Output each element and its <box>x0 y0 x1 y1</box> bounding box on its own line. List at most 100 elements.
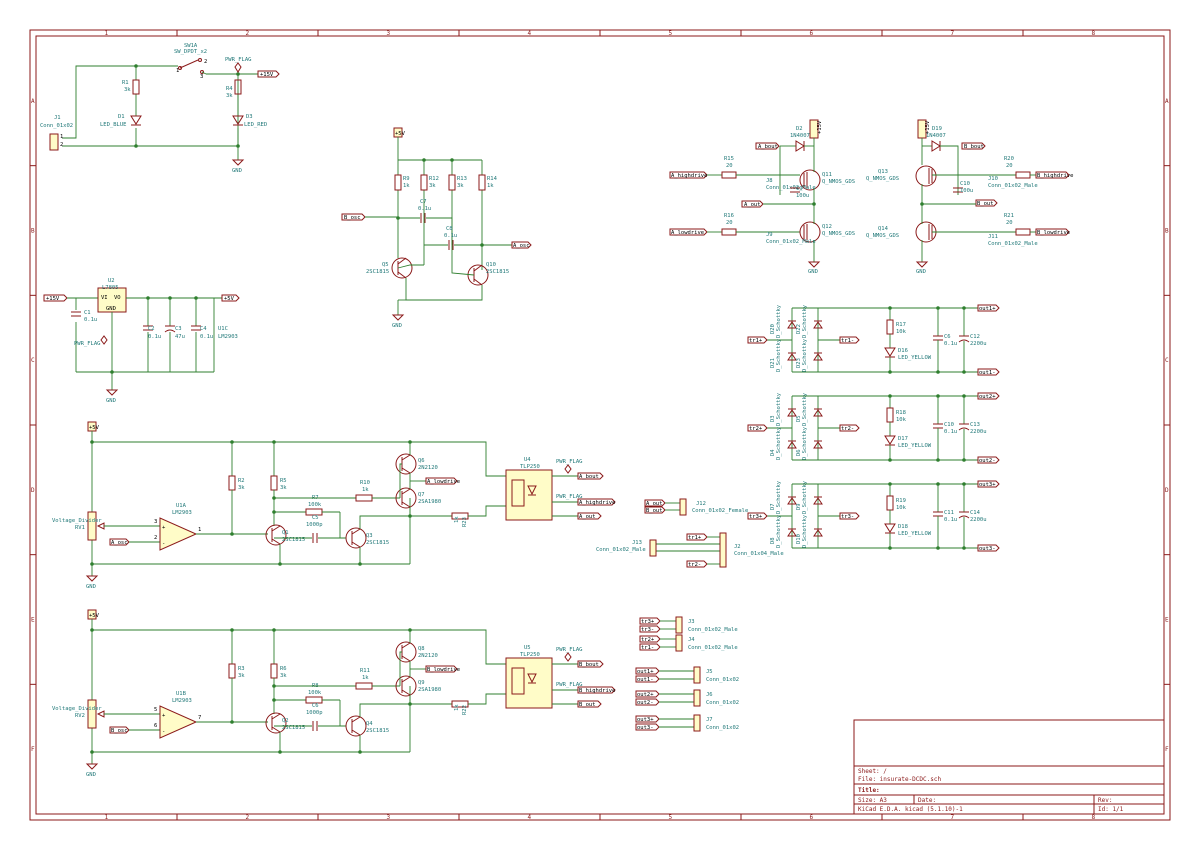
svg-text:B_bout: B_bout <box>579 662 599 668</box>
frame-row-label: C <box>1165 357 1169 364</box>
svg-text:U1B: U1B <box>176 691 187 697</box>
svg-text:tr3+: tr3+ <box>641 619 655 625</box>
svg-text:A_out: A_out <box>579 514 596 520</box>
svg-text:Conn_01x02_Male: Conn_01x02_Male <box>988 183 1038 189</box>
svg-text:0.1u: 0.1u <box>200 334 213 340</box>
svg-text:1: 1 <box>176 68 179 74</box>
frame-col-label: 1 <box>105 30 109 37</box>
svg-text:1: 1 <box>60 134 63 140</box>
svg-text:2N2120: 2N2120 <box>418 653 438 659</box>
net-label: out3+ <box>979 482 996 488</box>
svg-text:0.1u: 0.1u <box>444 233 457 239</box>
svg-text:C14: C14 <box>970 510 981 516</box>
svg-text:RV1: RV1 <box>75 525 85 531</box>
svg-text:tr2-: tr2- <box>688 562 701 568</box>
svg-text:PWR_FLAG: PWR_FLAG <box>556 682 583 688</box>
svg-text:Conn_01x02_Male: Conn_01x02_Male <box>688 627 738 633</box>
frame-col-label: 6 <box>810 814 814 821</box>
svg-text:5: 5 <box>154 707 157 713</box>
svg-text:GND: GND <box>106 398 116 404</box>
svg-text:PWR_FLAG: PWR_FLAG <box>556 647 583 653</box>
svg-text:1N4007: 1N4007 <box>790 133 810 139</box>
svg-text:10k: 10k <box>896 417 907 423</box>
svg-text:Q1: Q1 <box>282 530 289 536</box>
frame-row-label: B <box>1165 228 1169 235</box>
svg-text:10k: 10k <box>896 505 907 511</box>
power-switch-block: J1 Conn_01x02 12 SW1A SW_DPDT_x2 123 R13… <box>40 43 280 174</box>
net-label: out1- <box>979 370 996 376</box>
svg-text:LED_YELLOW: LED_YELLOW <box>898 531 932 537</box>
svg-text:20: 20 <box>726 163 733 169</box>
svg-text:B_out: B_out <box>579 702 596 708</box>
svg-text:LED_YELLOW: LED_YELLOW <box>898 355 932 361</box>
svg-text:B_lowdrive: B_lowdrive <box>1037 230 1070 236</box>
svg-text:out2-: out2- <box>637 700 654 706</box>
svg-text:J9: J9 <box>766 232 773 238</box>
svg-text:D_Schottky: D_Schottky <box>776 426 782 460</box>
svg-text:C6: C6 <box>944 334 951 340</box>
svg-text:Q6: Q6 <box>418 458 425 464</box>
svg-text:D6: D6 <box>796 449 802 456</box>
svg-text:D9: D9 <box>796 503 802 510</box>
svg-text:D21: D21 <box>770 358 776 368</box>
svg-text:D_Schottky: D_Schottky <box>802 480 808 514</box>
svg-text:R3: R3 <box>238 666 245 672</box>
svg-text:U4: U4 <box>524 457 531 463</box>
svg-text:1000p: 1000p <box>306 522 323 528</box>
frame-col-label: 3 <box>387 30 391 37</box>
title-block-kicad: KiCad E.D.A. kicad (5.1.10)-1 <box>858 806 963 813</box>
svg-text:Q_NMOS_GDS: Q_NMOS_GDS <box>822 231 855 237</box>
svg-text:D1: D1 <box>118 114 125 120</box>
svg-text:Q8: Q8 <box>418 646 425 652</box>
svg-text:20: 20 <box>1006 220 1013 226</box>
svg-text:D_Schottky: D_Schottky <box>802 514 808 548</box>
frame-row-label: F <box>31 746 35 753</box>
title-block-id: Id: 1/1 <box>1098 806 1124 813</box>
svg-text:A_bout: A_bout <box>758 144 778 150</box>
svg-text:C10: C10 <box>944 422 954 428</box>
svg-text:J4: J4 <box>688 637 695 643</box>
svg-text:2N2120: 2N2120 <box>418 465 438 471</box>
svg-text:+15V: +15V <box>260 72 274 78</box>
svg-text:PWR_FLAG: PWR_FLAG <box>556 459 583 465</box>
net-label: out2- <box>979 458 996 464</box>
svg-text:out3+: out3+ <box>637 717 654 723</box>
frame-col-label: 3 <box>387 814 391 821</box>
svg-text:R20: R20 <box>1004 156 1014 162</box>
svg-text:J13: J13 <box>632 540 642 546</box>
svg-text:D10: D10 <box>796 534 802 544</box>
title-block-title: Title: <box>858 787 880 794</box>
svg-text:C9: C9 <box>796 186 803 192</box>
svg-text:1k: 1k <box>454 704 460 711</box>
svg-text:+15V: +15V <box>817 120 823 134</box>
svg-text:Q10: Q10 <box>486 262 496 268</box>
svg-text:0.1u: 0.1u <box>944 341 957 347</box>
frame-col-label: 8 <box>1092 30 1096 37</box>
svg-text:3k: 3k <box>280 485 287 491</box>
svg-text:D17: D17 <box>898 436 908 442</box>
svg-text:R21: R21 <box>1004 213 1014 219</box>
svg-text:Conn_01x02_Female: Conn_01x02_Female <box>692 508 748 514</box>
svg-text:Q3: Q3 <box>366 533 373 539</box>
svg-text:B_lowdrive: B_lowdrive <box>427 667 460 673</box>
svg-text:LED_YELLOW: LED_YELLOW <box>898 443 932 449</box>
svg-text:Q13: Q13 <box>878 169 888 175</box>
frame-row-label: C <box>31 357 35 364</box>
inner-frame <box>35 35 1165 815</box>
gate-driver-2: +5VVoltage_DividerRV2B_osc+-567U1BLM2903… <box>52 609 616 778</box>
svg-text:tr1+: tr1+ <box>688 535 702 541</box>
svg-text:J8: J8 <box>766 178 773 184</box>
frame-col-label: 4 <box>528 30 532 37</box>
frame-col-label: 6 <box>810 30 814 37</box>
svg-text:-: - <box>162 729 165 735</box>
svg-text:0.1u: 0.1u <box>944 429 957 435</box>
svg-text:TLP250: TLP250 <box>520 652 540 658</box>
svg-text:R2: R2 <box>238 478 245 484</box>
svg-text:D_Schottky: D_Schottky <box>802 338 808 372</box>
svg-text:2200u: 2200u <box>970 341 987 347</box>
svg-text:R13: R13 <box>457 176 467 182</box>
